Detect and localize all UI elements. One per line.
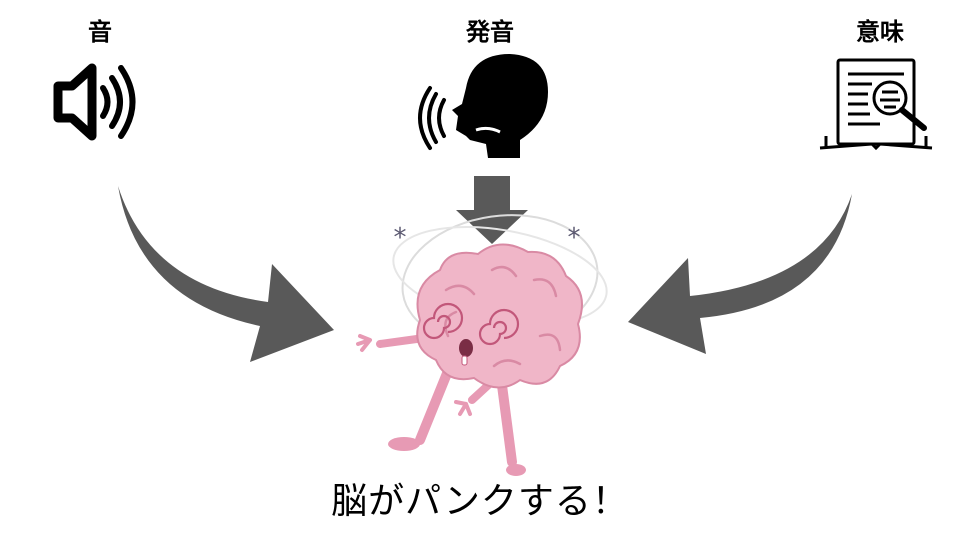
document-search-icon: [819, 58, 933, 151]
label-pronunciation: 発音: [466, 18, 514, 46]
label-meaning: 意味: [856, 18, 904, 46]
arrow-right-curved: [628, 194, 852, 354]
arrow-down: [456, 176, 528, 244]
label-sound: 音: [88, 18, 112, 46]
svg-text:*: *: [394, 223, 407, 253]
svg-text:*: *: [568, 223, 581, 253]
arrow-left-curved: [118, 186, 334, 362]
speaker-icon: [53, 63, 136, 141]
speaking-head-icon: [418, 54, 548, 158]
dizzy-brain-illustration: * *: [356, 214, 608, 476]
caption-brain-overload: 脳がパンクする！: [331, 481, 629, 522]
